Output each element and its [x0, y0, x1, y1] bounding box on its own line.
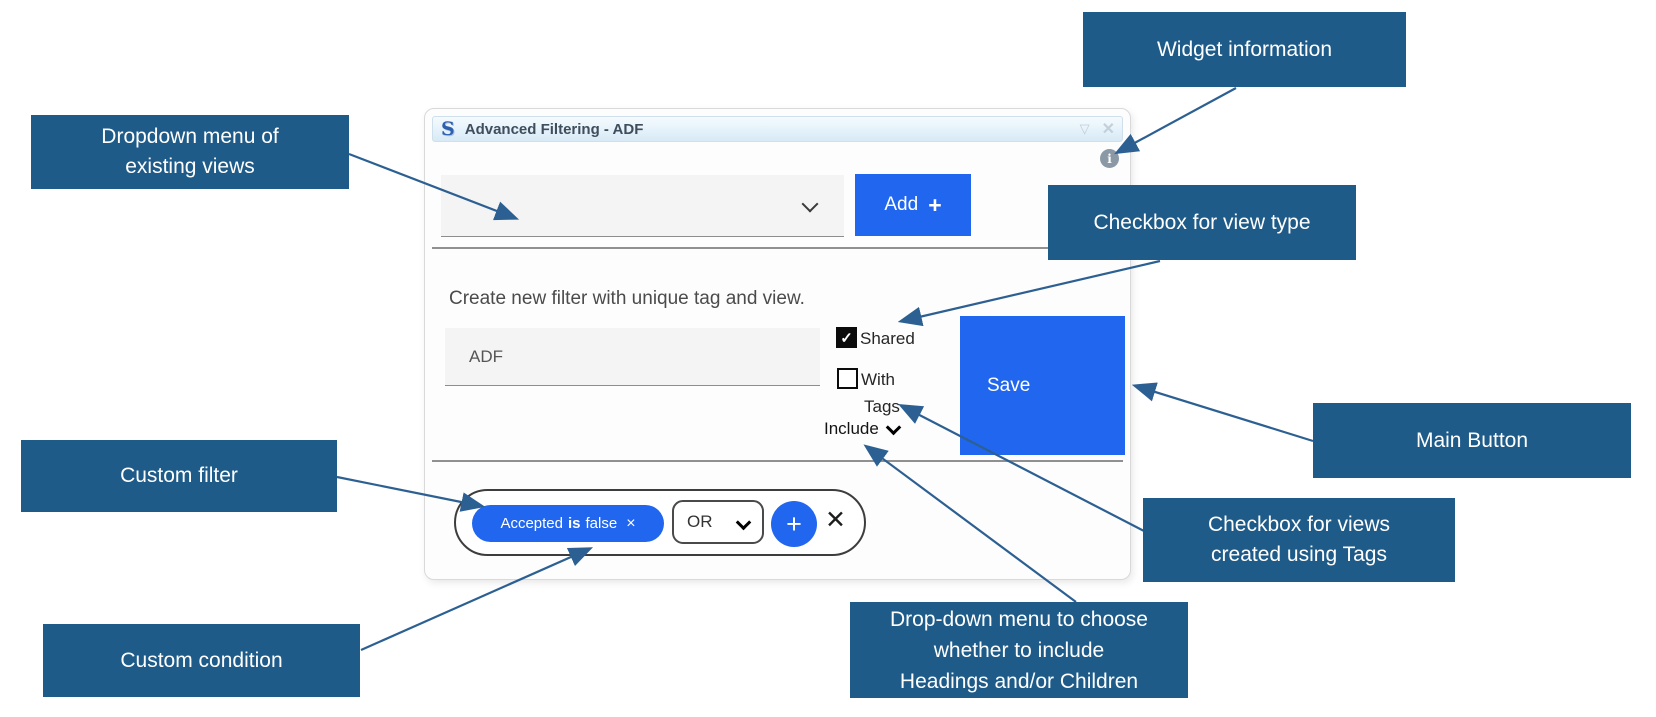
save-button-label: Save [987, 374, 1031, 396]
add-condition-button[interactable]: + [771, 501, 817, 547]
include-dropdown[interactable]: Include [824, 419, 902, 439]
save-button[interactable]: Save [960, 316, 1125, 455]
chevron-down-icon [885, 419, 902, 435]
callout-text: whether to include [933, 638, 1105, 662]
join-operator-dropdown[interactable]: OR [672, 500, 764, 544]
filter-chip-field: Accepted [500, 515, 563, 532]
filter-chip-operator: is [568, 515, 581, 532]
arrow-main-button [1131, 382, 1314, 443]
plus-icon: + [786, 508, 802, 539]
remove-group-button[interactable]: ✕ [825, 506, 846, 534]
filter-chip-value: false [585, 515, 618, 532]
chip-remove-icon[interactable]: × [626, 514, 636, 532]
callout-text: Custom condition [120, 648, 283, 672]
callout-text: Dropdown menu of [101, 125, 279, 148]
chevron-down-icon [735, 514, 752, 530]
add-view-button[interactable]: Add + [855, 174, 971, 236]
collapse-icon[interactable]: ▽ [1079, 121, 1090, 136]
callout-text: Custom filter [120, 464, 238, 487]
with-tags-label-line2: Tags [864, 397, 900, 416]
callout-text: Main Button [1415, 428, 1529, 452]
callout-dropdown-views: Dropdown menu of existing views [31, 115, 349, 189]
widget-titlebar: S Advanced Filtering - ADF ▽ ✕ [432, 116, 1123, 142]
callout-text: existing views [125, 155, 255, 178]
checkmark-icon: ✓ [840, 329, 853, 347]
shared-checkbox[interactable]: ✓ [836, 327, 857, 348]
callout-text: created using Tags [1211, 543, 1387, 566]
join-operator-value: OR [687, 512, 713, 531]
existing-views-dropdown[interactable] [441, 175, 844, 237]
separator-bottom [432, 460, 1123, 462]
with-tags-checkbox[interactable] [837, 368, 858, 389]
create-filter-text: Create new filter with unique tag and vi… [449, 288, 805, 309]
callout-checkbox-tags: Checkbox for views created using Tags [1143, 498, 1455, 582]
widget-title: Advanced Filtering - ADF [464, 120, 644, 138]
callout-text: Drop-down menu to choose [890, 607, 1148, 631]
callout-text: Headings and/or Children [899, 669, 1139, 693]
plus-icon: + [928, 191, 942, 218]
arrow-widget-information [1114, 87, 1237, 155]
callout-text: Checkbox for view type [1093, 210, 1311, 234]
separator-top [432, 247, 1123, 249]
with-tags-label-line1: With [861, 370, 895, 389]
callout-custom-filter: Custom filter [21, 440, 337, 512]
filter-name-input[interactable] [445, 328, 820, 386]
callout-checkbox-view-type: Checkbox for view type [1048, 185, 1356, 260]
info-icon[interactable]: i [1100, 149, 1119, 168]
include-dropdown-label: Include [824, 419, 879, 438]
close-icon[interactable]: ✕ [1101, 121, 1115, 138]
callout-widget-information: Widget information [1083, 12, 1406, 87]
callout-text: Checkbox for views [1207, 513, 1391, 536]
callout-include-dropdown: Drop-down menu to choose whether to incl… [850, 602, 1188, 698]
callout-custom-condition: Custom condition [43, 624, 360, 697]
callout-text: Widget information [1156, 37, 1333, 61]
callout-main-button: Main Button [1313, 403, 1631, 478]
shared-checkbox-label: Shared [860, 329, 915, 348]
filter-chip[interactable]: Accepted is false × [472, 505, 664, 542]
app-logo-icon: S [441, 117, 455, 140]
add-view-button-label: Add [884, 194, 919, 215]
chevron-down-icon [801, 195, 819, 215]
